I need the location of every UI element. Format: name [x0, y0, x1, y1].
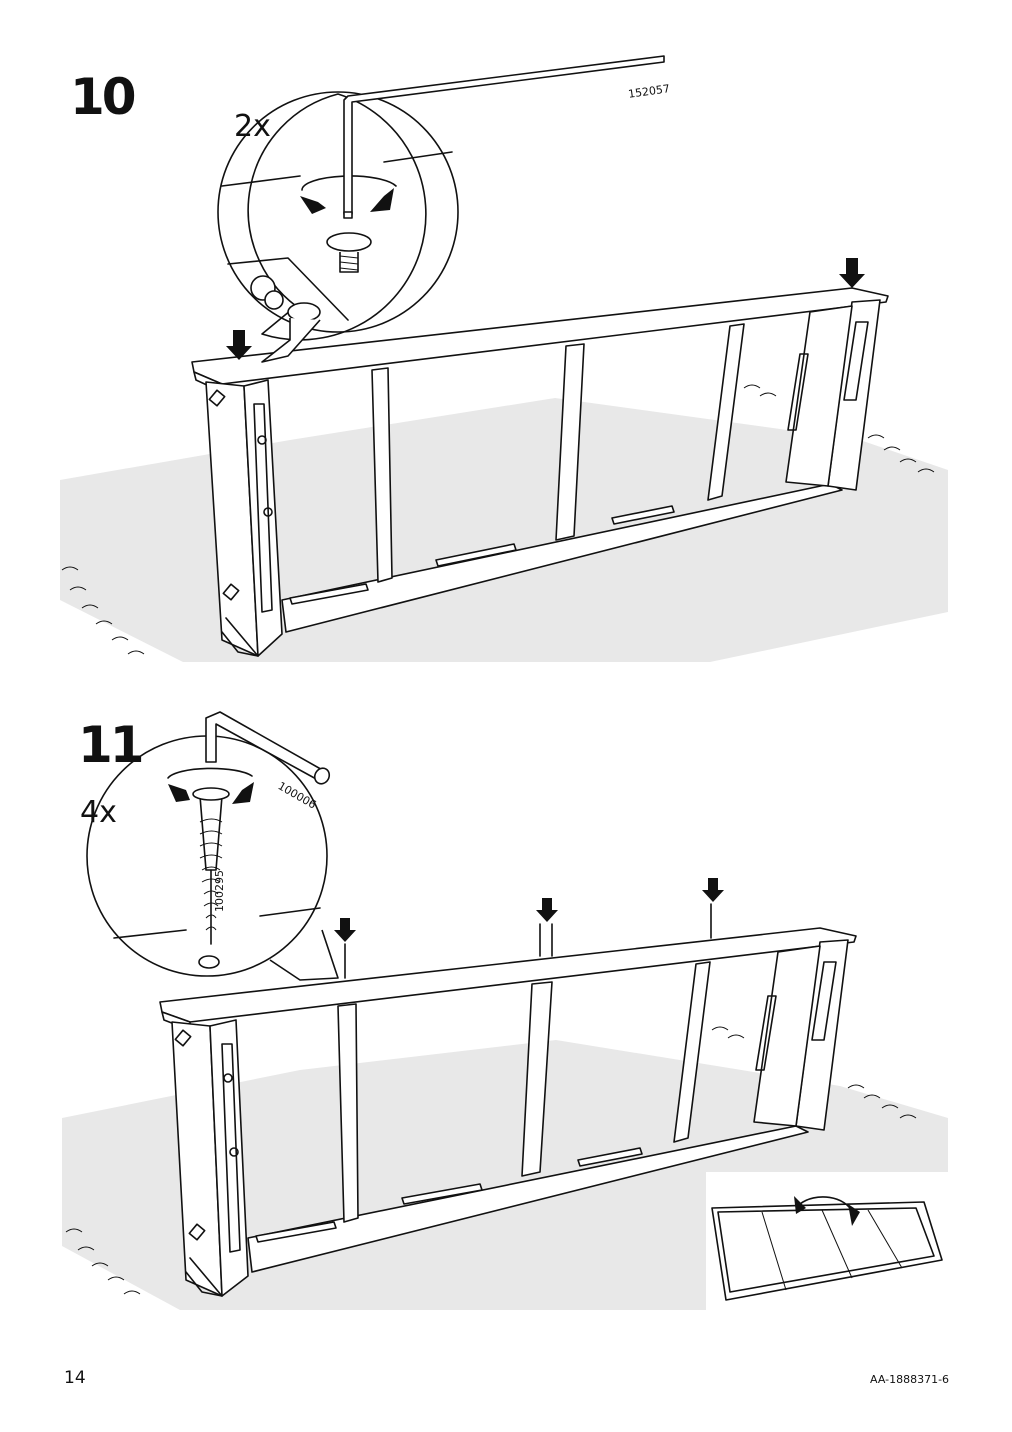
rug-fringe-right: [743, 384, 935, 473]
screw-part-number: 100295: [213, 870, 226, 912]
page-number: 14: [64, 1368, 86, 1388]
rug-fringe-left: [65, 1228, 141, 1295]
rug-fringe-left: [61, 566, 145, 655]
slat-2: [555, 343, 585, 541]
arrow-down-icon: [226, 330, 252, 360]
document-code: AA-1888371-6: [870, 1373, 950, 1386]
bottom-rail: [247, 1125, 809, 1273]
rug-fringe-right: [711, 1026, 917, 1119]
arrow-down-icon: [839, 258, 865, 288]
callout-circle: [247, 93, 427, 341]
arrow-down-icon: [536, 898, 558, 922]
slat-1: [371, 367, 393, 583]
allen-key-icon: [205, 711, 327, 781]
frame-top-board: [159, 927, 857, 1023]
quantity-label: 2x: [234, 109, 271, 144]
arrow-down-icon: [702, 878, 724, 902]
slat-3: [673, 961, 711, 1143]
allen-key-icon: [343, 55, 665, 215]
quantity-label: 4x: [80, 795, 117, 830]
arrow-down-icon: [334, 918, 356, 942]
step-10-illustration: [60, 55, 948, 662]
slat-1: [337, 1003, 359, 1223]
step-number: 10: [70, 68, 137, 126]
slat-2: [521, 981, 553, 1177]
inset-flip-diagram: [711, 1196, 943, 1301]
slat-3: [707, 323, 745, 501]
bottom-rail: [281, 483, 843, 633]
